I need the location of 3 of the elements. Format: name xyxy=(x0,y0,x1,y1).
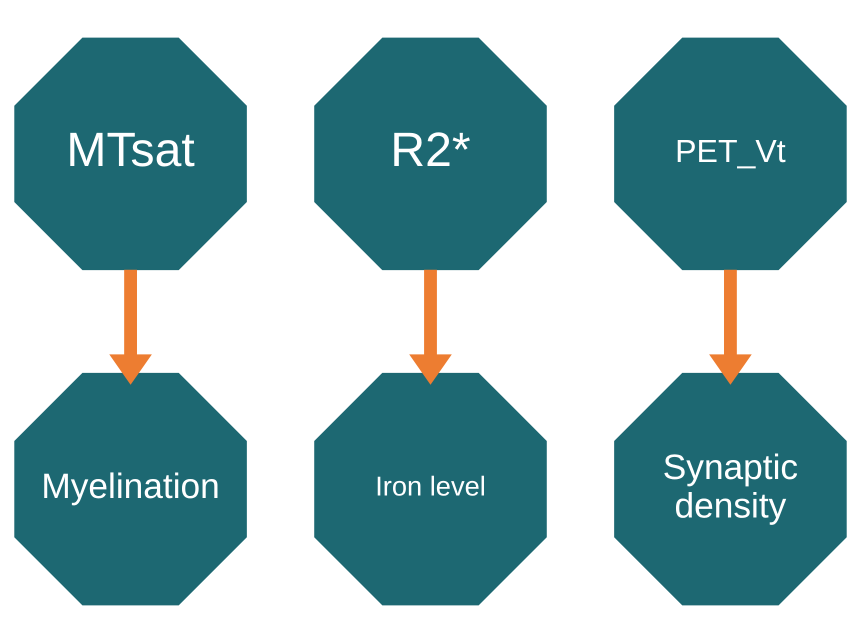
arrow xyxy=(109,270,152,385)
arrow xyxy=(409,270,452,385)
arrow xyxy=(709,270,752,385)
